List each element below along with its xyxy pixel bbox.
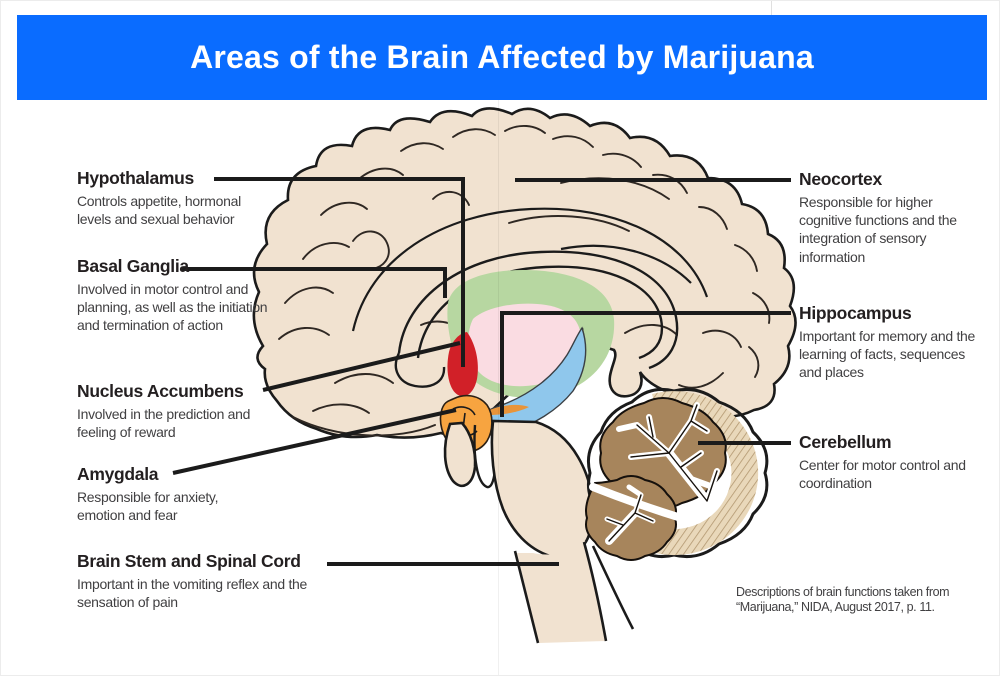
- label-hippocampus: Hippocampus Important for memory and the…: [799, 303, 981, 382]
- label-hypothalamus-title: Hypothalamus: [77, 168, 194, 188]
- label-hippocampus-title: Hippocampus: [799, 303, 912, 323]
- label-amygdala-desc: Responsible for anxiety, emotion and fea…: [77, 489, 219, 524]
- label-neocortex-desc: Responsible for higher cognitive functio…: [799, 194, 957, 265]
- label-neocortex: Neocortex Responsible for higher cogniti…: [799, 169, 979, 266]
- label-amygdala: Amygdala Responsible for anxiety, emotio…: [77, 464, 257, 524]
- label-hypothalamus-desc: Controls appetite, hormonal levels and s…: [77, 193, 241, 228]
- citation: Descriptions of brain functions taken fr…: [736, 585, 950, 615]
- label-cerebellum-title: Cerebellum: [799, 432, 892, 452]
- label-brain-stem-desc: Important in the vomiting reflex and the…: [77, 576, 308, 611]
- cerebellum-outline: [586, 387, 769, 559]
- label-basal-ganglia-title: Basal Ganglia: [77, 256, 189, 276]
- pons: [490, 419, 595, 559]
- leader-nucleus-accumbens: [262, 341, 461, 392]
- leader-amygdala: [172, 408, 457, 475]
- label-cerebellum: Cerebellum Center for motor control and …: [799, 432, 969, 492]
- label-hypothalamus: Hypothalamus Controls appetite, hormonal…: [77, 168, 263, 228]
- label-cerebellum-desc: Center for motor control and coordinatio…: [799, 457, 966, 492]
- corpus-callosum-lines: [351, 207, 709, 388]
- label-nucleus-accumbens: Nucleus Accumbens Involved in the predic…: [77, 381, 277, 441]
- medulla-edge: [591, 545, 635, 630]
- spinal-cord-lines: [513, 541, 608, 644]
- fold-line: [498, 100, 499, 675]
- arbor-vitae: [604, 402, 720, 545]
- page-title: Areas of the Brain Affected by Marijuana: [190, 39, 814, 75]
- spinal-cord-fill: [517, 541, 605, 643]
- uncus-lobe: [443, 421, 477, 488]
- leader-hippocampus: [500, 311, 791, 417]
- label-neocortex-title: Neocortex: [799, 169, 882, 189]
- label-nucleus-accumbens-title: Nucleus Accumbens: [77, 381, 244, 401]
- fold-line-top: [771, 1, 772, 15]
- thalamus-region: [468, 303, 582, 387]
- label-hippocampus-desc: Important for memory and the learning of…: [799, 328, 976, 381]
- label-brain-stem-title: Brain Stem and Spinal Cord: [77, 551, 301, 571]
- cerebellum-rim-hatch: [645, 391, 759, 556]
- leader-basal-ganglia: [181, 267, 447, 298]
- leader-hypothalamus: [214, 177, 465, 367]
- leader-lines: [172, 177, 791, 566]
- label-basal-ganglia: Basal Ganglia Involved in motor control …: [77, 256, 273, 335]
- label-amygdala-title: Amygdala: [77, 464, 159, 484]
- cerebellum-region: [585, 387, 769, 630]
- label-brain-stem: Brain Stem and Spinal Cord Important in …: [77, 551, 335, 611]
- label-basal-ganglia-desc: Involved in motor control and planning, …: [77, 281, 268, 334]
- label-nucleus-accumbens-desc: Involved in the prediction and feeling o…: [77, 406, 251, 441]
- title-bar: Areas of the Brain Affected by Marijuana: [17, 15, 987, 100]
- fornix-band: [487, 404, 529, 415]
